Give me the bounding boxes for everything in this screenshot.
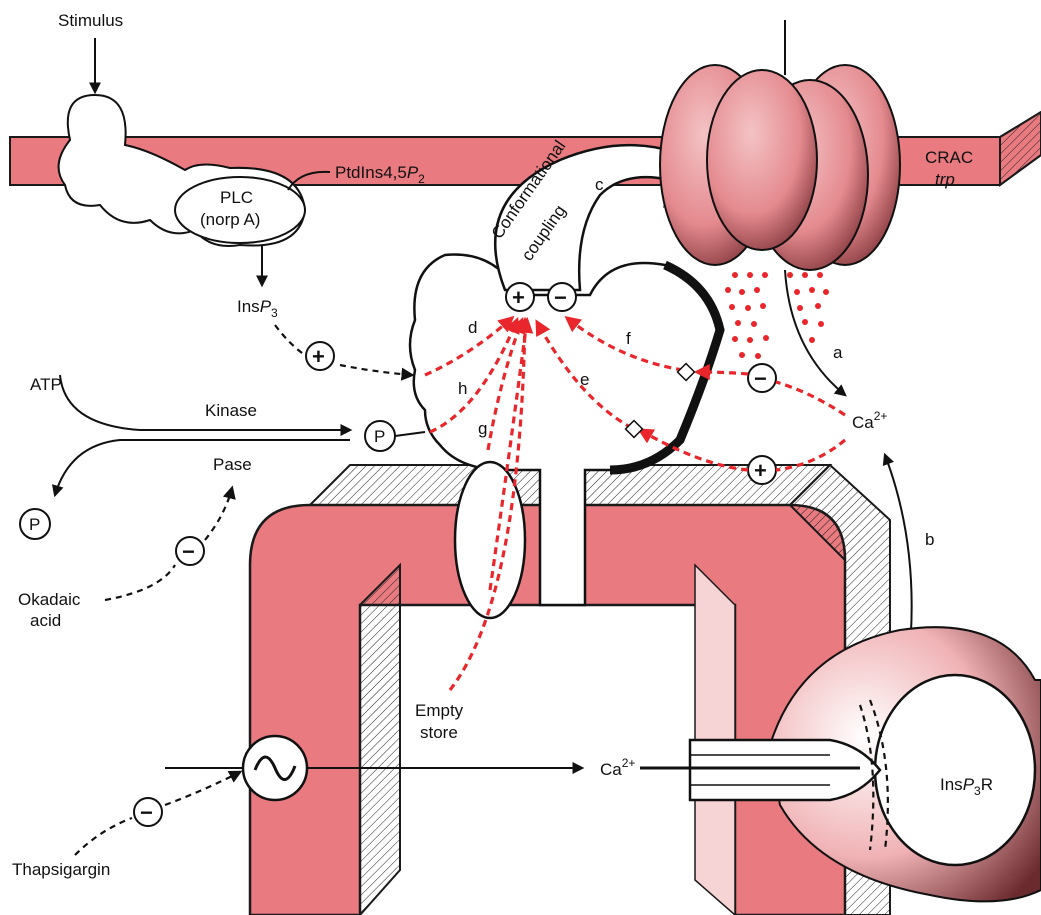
pathway-g-label: g: [478, 419, 487, 438]
pase-arrow: [55, 440, 350, 495]
calcium-label-lower: Ca2+: [600, 756, 635, 779]
pathway-f-label: f: [626, 329, 631, 348]
free-phosphate-badge: P: [20, 509, 50, 539]
svg-text:P: P: [374, 427, 385, 446]
pathway-d-label: d: [468, 318, 477, 337]
pathway-c-label: c: [595, 175, 604, 194]
pathway-a-label: a: [833, 343, 843, 362]
kinase-label: Kinase: [205, 401, 257, 420]
empty-store-label: Empty: [415, 701, 464, 720]
trp-label: trp: [935, 170, 955, 189]
svg-text:−: −: [140, 800, 153, 825]
crac-label: CRAC: [925, 148, 973, 167]
okadaic-inhibition-arrow: [105, 488, 232, 600]
pase-label: Pase: [213, 455, 252, 474]
calcium-feedback-plus-badge: +: [748, 456, 776, 484]
thapsigargin-minus-badge: −: [134, 798, 162, 826]
coupling-plus-badge: +: [506, 283, 534, 311]
calcium-influx-dots: [725, 272, 829, 359]
calcium-feedback-minus-badge: −: [748, 364, 776, 392]
pathway-b-label: b: [925, 530, 934, 549]
okadaic-minus-badge: −: [176, 537, 204, 565]
svg-text:−: −: [554, 285, 567, 310]
plc-norpa-label: (norp A): [200, 210, 260, 229]
empty-store-label-2: store: [420, 723, 458, 742]
insp3-label: InsP3: [237, 297, 278, 320]
calcium-label-upper: Ca2+: [852, 409, 887, 432]
stimulus-label: Stimulus: [58, 11, 123, 30]
svg-text:−: −: [182, 539, 195, 564]
phosphate-badge: P: [365, 421, 425, 451]
svg-text:−: −: [754, 366, 767, 391]
thapsigargin-label: Thapsigargin: [12, 860, 110, 879]
crac-channel: [660, 20, 900, 270]
okadaic-acid-label-2: acid: [30, 611, 61, 630]
svg-text:P: P: [29, 515, 40, 534]
svg-text:+: +: [512, 285, 525, 310]
insp3-dashed-arrow: [275, 325, 412, 375]
insp3-plus-badge: +: [306, 342, 334, 370]
pathway-h-label: h: [458, 379, 467, 398]
atp-label: ATP: [30, 375, 62, 394]
plc-label: PLC: [220, 188, 253, 207]
svg-text:+: +: [312, 344, 325, 369]
sine-wave-icon: [243, 736, 307, 800]
coupling-minus-badge: −: [548, 283, 576, 311]
okadaic-acid-label: Okadaic: [18, 590, 81, 609]
svg-text:+: +: [754, 458, 767, 483]
pathway-a-arrow: [785, 270, 845, 395]
